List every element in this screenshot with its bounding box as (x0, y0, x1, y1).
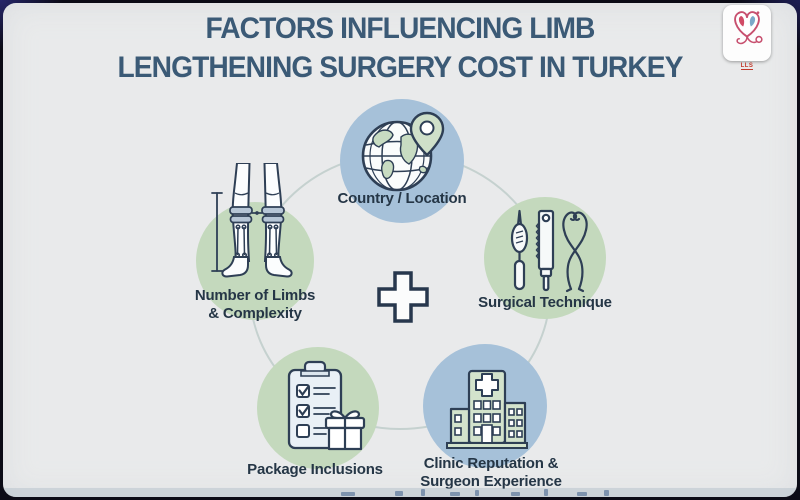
node-label-package-inclusions: Package Inclusions (247, 461, 383, 478)
title-line-2: LENGTHENING SURGERY COST IN TURKEY (117, 51, 684, 84)
globe-location-pin-icon (361, 111, 445, 192)
logo-monogram: LLS (740, 63, 754, 70)
brand-logo-badge: LLS (723, 5, 771, 70)
cropped-bottom-row (3, 488, 797, 497)
medical-cross-icon (377, 271, 429, 323)
title-line-1: FACTORS INFLUENCING LIMB (205, 12, 596, 45)
node-label-clinic-reputation: Clinic Reputation & Surgeon Experience (420, 455, 562, 491)
node-label-country-location: Country / Location (337, 190, 467, 207)
surgical-tools-icon (510, 209, 588, 293)
page-title: FACTORS INFLUENCING LIMB LENGTHENING SUR… (27, 9, 773, 87)
infographic-canvas: FACTORS INFLUENCING LIMB LENGTHENING SUR… (3, 3, 797, 497)
hospital-building-icon (446, 369, 528, 449)
legs-lengthening-fixator-icon (211, 163, 293, 278)
clipboard-checklist-gift-icon (287, 360, 366, 451)
node-label-surgical-technique: Surgical Technique (478, 294, 612, 311)
heart-stethoscope-icon (734, 11, 763, 45)
node-label-limbs-complexity: Number of Limbs & Complexity (194, 287, 316, 323)
